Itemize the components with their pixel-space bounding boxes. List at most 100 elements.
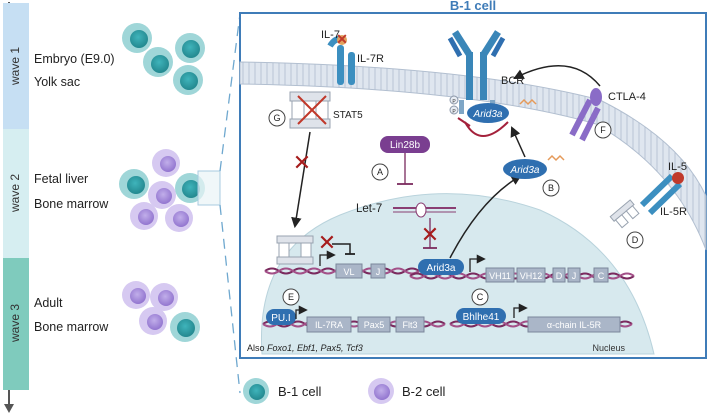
wave-2-band: [3, 129, 29, 258]
gene-il7ra: [306, 316, 352, 333]
wave-3-label: wave 3: [8, 304, 22, 343]
bcr-label: BCR: [501, 75, 524, 87]
il7r-label: IL-7R: [357, 53, 384, 65]
dna-row-2: Arid3a VH11 VH12 D J C: [409, 254, 635, 283]
gene-vh12: [516, 267, 546, 283]
gene-il5r-alpha: [527, 316, 621, 333]
svg-text:D: D: [556, 271, 563, 281]
let7-label: Let-7: [356, 203, 382, 215]
wave-2-label: wave 2: [8, 174, 22, 213]
step-b-marker: B: [542, 179, 560, 197]
cell-membrane: [239, 61, 707, 251]
lin28b: Lin28b: [380, 136, 430, 153]
stat5-block-x-icon: ✕: [293, 150, 311, 175]
vl-inhibit-line: [332, 243, 351, 254]
arid3a-cytoplasmic: Arid3a: [503, 159, 547, 179]
stat5-label: STAT5: [333, 110, 363, 121]
svg-text:J: J: [376, 267, 381, 277]
b1-cell: [175, 33, 205, 63]
bcr-receptor: [447, 30, 506, 114]
il5r-label: IL-5R: [660, 206, 687, 218]
bhlhe41-factor: [456, 308, 506, 324]
phospho-1: P: [449, 95, 459, 105]
b1-cell: [173, 65, 203, 95]
b1-cell: [122, 23, 152, 53]
arid3a-export-arrow: [449, 174, 522, 259]
let7-mirna: [393, 202, 456, 218]
ctla4-bcr-arrow: [513, 65, 601, 87]
il5-receptor: [609, 172, 684, 229]
wave-3-band: [3, 258, 29, 390]
svg-text:VH12: VH12: [520, 271, 543, 281]
phospho-2: P: [449, 105, 459, 115]
wave-1-line-1: Embryo (E9.0): [34, 52, 115, 66]
svg-text:Flt3: Flt3: [402, 320, 417, 330]
svg-text:α-chain IL-5R: α-chain IL-5R: [547, 320, 602, 330]
svg-text:D: D: [632, 235, 639, 245]
gene-j: [567, 267, 581, 283]
also-genes-note: Also Foxo1, Ebf1, Pax5, Tcf3: [247, 343, 363, 353]
svg-text:F: F: [600, 125, 606, 135]
svg-text:J: J: [572, 271, 577, 281]
step-a-marker: A: [371, 163, 389, 181]
legend-b1-swatch: [243, 378, 269, 404]
b2-cell: [165, 204, 193, 232]
b2-cell: [148, 181, 176, 209]
il5-ligand: [672, 172, 684, 184]
b2-cell: [122, 281, 150, 309]
b2-cell: [139, 307, 167, 335]
arid3a-membrane: Arid3a: [467, 103, 509, 123]
svg-text:C: C: [477, 292, 484, 302]
wave-1-label: wave 1: [8, 47, 22, 86]
nuclear-stat5: [276, 235, 314, 265]
svg-text:B: B: [548, 183, 554, 193]
gene-c: [593, 267, 609, 283]
wave-2-line-1: Fetal liver: [34, 172, 88, 186]
il7-ligand: [337, 35, 347, 45]
svg-text:Lin28b: Lin28b: [390, 140, 420, 151]
b1-cell: [170, 312, 200, 342]
il7-block-x-icon: ✕: [336, 31, 348, 47]
b2-cell: [150, 283, 178, 311]
legend: B-1 cell B-2 cell: [243, 378, 445, 404]
ctla4-receptor: [569, 88, 602, 142]
dna-row-1: VL J: [264, 250, 420, 279]
ctla4-label: CTLA-4: [608, 91, 646, 103]
wave-3-line-1: Adult: [34, 296, 63, 310]
svg-text:Pax5: Pax5: [364, 320, 385, 330]
vl-block-x-icon: ✕: [318, 230, 336, 255]
legend-b1-label: B-1 cell: [278, 384, 321, 399]
panel-title: B-1 cell: [450, 0, 496, 13]
stat5-complex: STAT5: [289, 91, 363, 129]
step-e-marker: E: [282, 288, 300, 306]
let7-block-x-icon: ✕: [421, 222, 439, 247]
svg-text:IL-7RA: IL-7RA: [315, 320, 343, 330]
dna-row-3-pu1: PU.I IL-7RA Pax5 Flt3: [262, 305, 446, 333]
gene-d: [552, 267, 566, 283]
step-d-marker: D: [626, 231, 644, 249]
svg-text:Arid3a: Arid3a: [473, 109, 503, 120]
step-f-marker: F: [594, 121, 612, 139]
svg-text:E: E: [288, 292, 294, 302]
wave-1-line-2: Yolk sac: [34, 75, 80, 89]
gene-vl: [335, 263, 363, 279]
arid3a-nuclear: [418, 259, 464, 275]
step-g-marker: G: [268, 109, 286, 127]
svg-text:G: G: [273, 113, 280, 123]
gene-pax5: [357, 316, 391, 333]
gene-vh11: [485, 267, 515, 283]
gene-flt3: [395, 316, 425, 333]
il5-label: IL-5: [668, 161, 687, 173]
b1-cell: [143, 47, 173, 77]
il7-label: IL-7: [321, 29, 340, 41]
legend-b2-swatch: [368, 378, 394, 404]
svg-text:P: P: [452, 109, 456, 115]
gene-j: [370, 263, 386, 279]
wave-3-line-2: Bone marrow: [34, 320, 109, 334]
il7-receptor: ✕ IL-7 IL-7R: [321, 29, 384, 85]
wave-3-cells: [122, 281, 200, 342]
wave-timeline: wave 1 wave 2 wave 3: [3, 2, 29, 413]
negative-feedback-arc: [464, 121, 509, 137]
wave-1-cells: [122, 23, 205, 95]
wave-2-cells: [119, 149, 205, 232]
